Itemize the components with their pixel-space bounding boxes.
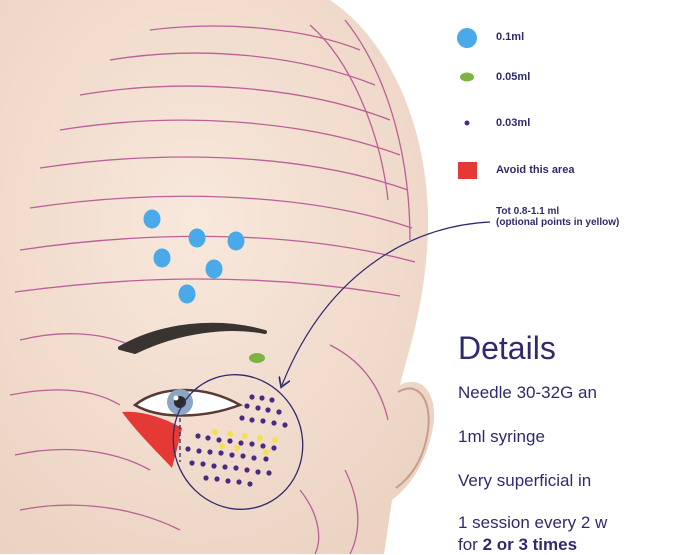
point-0-03ml <box>276 409 281 414</box>
point-0-03ml <box>200 461 205 466</box>
detail-depth: Very superficial in <box>458 471 591 491</box>
legend-marker-blue-dot <box>457 28 477 48</box>
detail-needle: Needle 30-32G an <box>458 383 597 403</box>
point-optional <box>212 429 218 435</box>
point-optional <box>257 435 263 441</box>
point-0-03ml <box>271 420 276 425</box>
point-optional <box>219 443 225 449</box>
legend-label-0-03ml: 0.03ml <box>496 117 530 129</box>
total-volume: Tot 0.8-1.1 ml <box>496 206 619 217</box>
point-optional <box>234 445 240 451</box>
point-0-03ml <box>189 460 194 465</box>
point-0-03ml <box>222 464 227 469</box>
legend-label-avoid: Avoid this area <box>496 164 574 176</box>
point-0-1ml <box>154 249 171 268</box>
point-0-03ml <box>251 455 256 460</box>
point-optional <box>272 437 278 443</box>
point-0-03ml <box>218 450 223 455</box>
point-0-03ml <box>265 407 270 412</box>
legend-marker-green-ellipse <box>460 73 474 82</box>
point-0-03ml <box>236 479 241 484</box>
point-0-03ml <box>205 435 210 440</box>
point-0-03ml <box>249 417 254 422</box>
point-0-03ml <box>239 415 244 420</box>
point-0-03ml <box>266 470 271 475</box>
point-0-03ml <box>211 463 216 468</box>
point-0-03ml <box>247 481 252 486</box>
details-title: Details <box>458 330 556 367</box>
point-0-03ml <box>216 437 221 442</box>
legend-marker-red-square <box>458 162 477 179</box>
legend-label-0-05ml: 0.05ml <box>496 71 530 83</box>
point-0-03ml <box>214 476 219 481</box>
point-0-1ml <box>206 260 223 279</box>
point-0-03ml <box>244 403 249 408</box>
detail-repetitions: for 2 or 3 times <box>458 535 577 555</box>
legend-label-0-1ml: 0.1ml <box>496 31 524 43</box>
point-0-03ml <box>249 441 254 446</box>
point-0-03ml <box>255 469 260 474</box>
detail-repetitions-count: 2 or 3 times <box>483 535 578 554</box>
point-0-03ml <box>185 446 190 451</box>
point-0-1ml <box>189 229 206 248</box>
point-0-03ml <box>260 443 265 448</box>
point-optional <box>242 433 248 439</box>
point-optional <box>263 449 269 455</box>
optional-points-note: (optional points in yellow) <box>496 217 619 228</box>
legend-marker-purple-dot <box>465 121 470 126</box>
point-0-1ml <box>144 210 161 229</box>
point-0-05ml <box>249 353 265 363</box>
point-0-03ml <box>225 478 230 483</box>
points-0-05ml <box>249 353 265 363</box>
point-0-03ml <box>260 418 265 423</box>
point-0-03ml <box>259 395 264 400</box>
point-optional <box>227 431 233 437</box>
point-0-03ml <box>263 456 268 461</box>
point-0-03ml <box>269 397 274 402</box>
point-0-1ml <box>179 285 196 304</box>
point-0-03ml <box>240 453 245 458</box>
point-0-03ml <box>244 467 249 472</box>
detail-syringe: 1ml syringe <box>458 427 545 447</box>
total-note: Tot 0.8-1.1 ml (optional points in yello… <box>496 206 619 228</box>
detail-frequency: 1 session every 2 w <box>458 513 607 533</box>
point-0-03ml <box>233 465 238 470</box>
point-0-03ml <box>271 445 276 450</box>
point-0-03ml <box>238 440 243 445</box>
point-0-03ml <box>249 394 254 399</box>
point-0-03ml <box>196 448 201 453</box>
point-0-1ml <box>228 232 245 251</box>
point-0-03ml <box>229 452 234 457</box>
point-0-03ml <box>195 433 200 438</box>
point-0-03ml <box>227 438 232 443</box>
point-0-03ml <box>207 449 212 454</box>
point-0-03ml <box>203 475 208 480</box>
point-0-03ml <box>255 405 260 410</box>
point-0-03ml <box>282 422 287 427</box>
detail-repetitions-prefix: for <box>458 535 483 554</box>
